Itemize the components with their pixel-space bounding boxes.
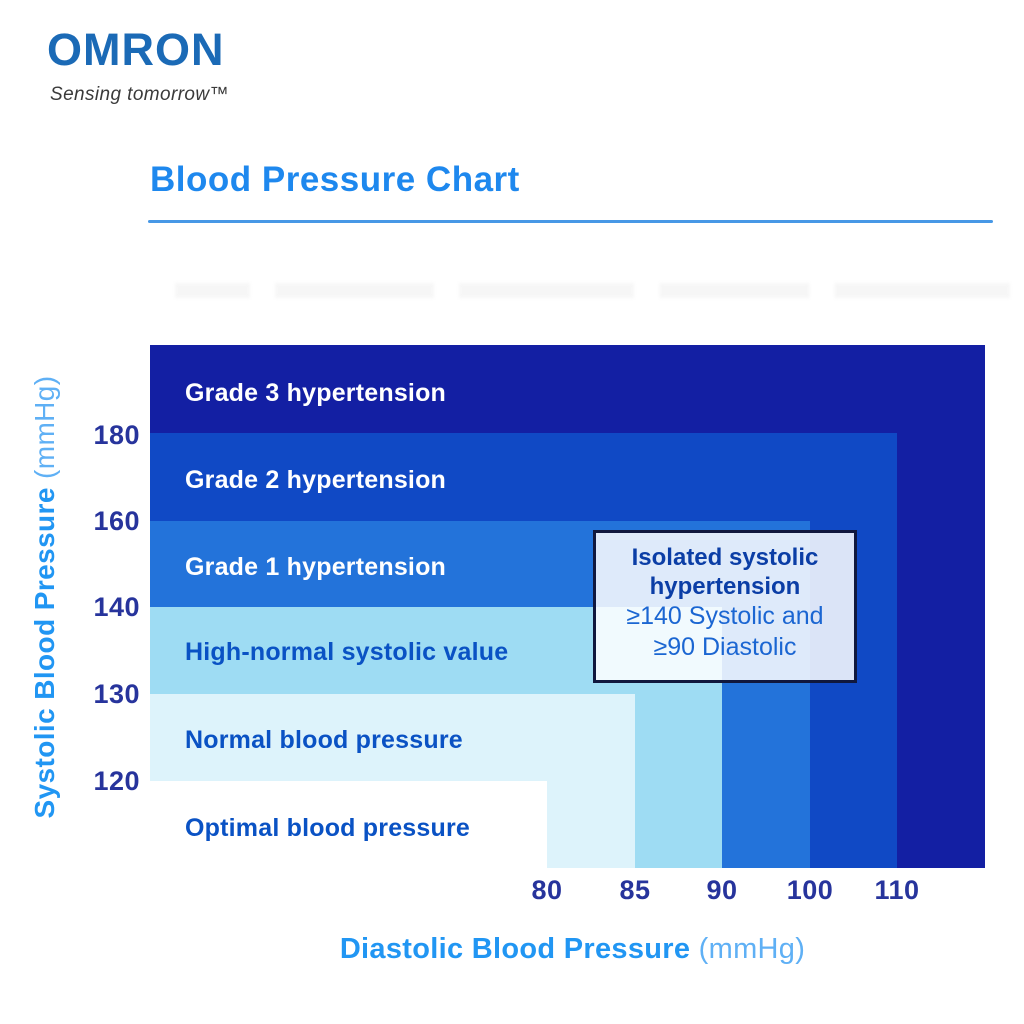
title-underline: [148, 220, 993, 223]
brand-tagline: Sensing tomorrow™: [50, 84, 229, 105]
band-label-grade1: Grade 1 hypertension: [185, 553, 447, 581]
y-tick-160: 160: [93, 506, 140, 536]
blood-pressure-plot: Grade 3 hypertension Grade 2 hypertensio…: [150, 345, 985, 868]
x-axis-unit: (mmHg): [698, 933, 806, 965]
x-axis-title-text: Diastolic Blood Pressure: [339, 933, 691, 965]
x-tick-90: 90: [706, 875, 738, 905]
y-tick-120: 120: [93, 766, 140, 796]
band-label-high-normal: High-normal systolic value: [185, 638, 509, 666]
page-title: Blood Pressure Chart: [150, 160, 520, 199]
band-label-grade2: Grade 2 hypertension: [185, 466, 447, 494]
band-label-grade3: Grade 3 hypertension: [185, 379, 447, 407]
region-optimal: [150, 781, 547, 868]
band-label-optimal: Optimal blood pressure: [185, 814, 471, 842]
y-tick-180: 180: [93, 420, 140, 450]
x-axis-title: Diastolic Blood Pressure (mmHg): [150, 933, 995, 966]
x-tick-85: 85: [619, 875, 651, 905]
isolated-systolic-hypertension-callout: Isolated systolic hypertension ≥140 Syst…: [593, 530, 857, 683]
y-tick-140: 140: [93, 592, 140, 622]
band-label-normal: Normal blood pressure: [185, 726, 463, 754]
ghost-text-artifact: [175, 283, 1010, 298]
x-tick-110: 110: [874, 875, 920, 905]
callout-condition-line2: ≥90 Diastolic: [653, 633, 797, 661]
x-tick-80: 80: [531, 875, 563, 905]
omron-logo: OMRON: [47, 24, 225, 75]
y-tick-130: 130: [93, 679, 140, 709]
x-tick-100: 100: [786, 875, 834, 905]
callout-title: Isolated systolic hypertension: [631, 544, 819, 600]
callout-condition-line1: ≥140 Systolic and: [626, 602, 824, 630]
